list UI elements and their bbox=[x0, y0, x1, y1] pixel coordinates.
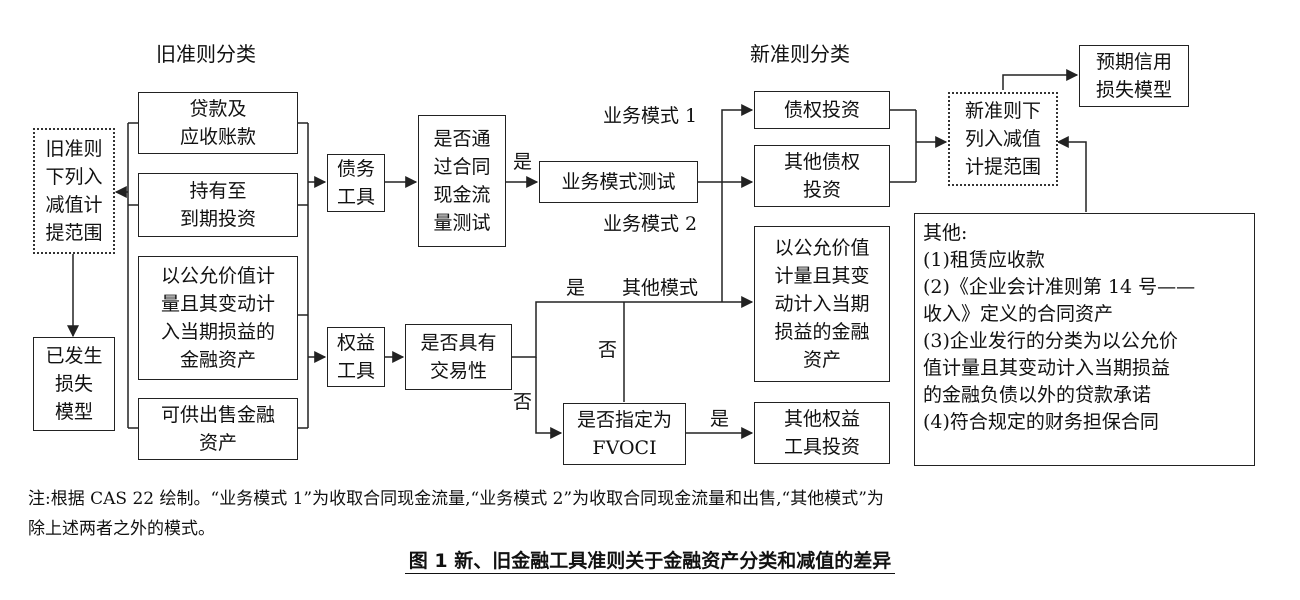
label-business-model-1: 业务模式 1 bbox=[603, 105, 698, 127]
others-item: 收入》定义的合同资产 bbox=[923, 303, 1114, 325]
old-impairment-scope-box: 旧准则 下列入 减值计 提范围 bbox=[33, 128, 115, 254]
business-model-test-box: 业务模式测试 bbox=[539, 161, 698, 203]
debt-investment-box: 债权投资 bbox=[754, 91, 890, 129]
figure-note: 注:根据 CAS 22 绘制。“业务模式 1”为收取合同现金流量,“业务模式 2… bbox=[28, 484, 1278, 544]
incurred-loss-model-box: 已发生 损失 模型 bbox=[33, 337, 115, 431]
other-debt-investment-box: 其他债权 投资 bbox=[754, 145, 890, 207]
label-business-model-2: 业务模式 2 bbox=[603, 213, 698, 235]
caption-text: 图 1 新、旧金融工具准则关于金融资产分类和减值的差异 bbox=[404, 550, 896, 574]
new-impairment-scope-box: 新准则下 列入减值 计提范围 bbox=[948, 92, 1058, 186]
label-designation-no: 否 bbox=[598, 339, 618, 361]
equity-instrument-box: 权益 工具 bbox=[327, 327, 385, 387]
old-standard-heading: 旧准则分类 bbox=[156, 42, 256, 66]
others-list: 其他: (1)租赁应收款 (2)《企业会计准则第 14 号—— 收入》定义的合同… bbox=[923, 220, 1195, 436]
fvtpl-old-box: 以公允价值计 量且其变动计 入当期损益的 金融资产 bbox=[138, 256, 298, 380]
note-line: 除上述两者之外的模式。 bbox=[28, 519, 215, 539]
label-trading-yes: 是 bbox=[566, 277, 586, 299]
loans-receivables-box: 贷款及 应收账款 bbox=[138, 92, 298, 154]
debt-instrument-box: 债务 工具 bbox=[327, 154, 385, 212]
others-item: 的金融负债以外的贷款承诺 bbox=[923, 384, 1152, 406]
others-item: (4)符合规定的财务担保合同 bbox=[923, 411, 1159, 433]
label-fvoci-yes: 是 bbox=[710, 408, 730, 430]
others-title: 其他: bbox=[923, 222, 968, 244]
fvoci-designation-box: 是否指定为 FVOCI bbox=[563, 403, 686, 465]
others-item: 值计量且其变动计入当期损益 bbox=[923, 357, 1171, 379]
others-box: 其他: (1)租赁应收款 (2)《企业会计准则第 14 号—— 收入》定义的合同… bbox=[914, 213, 1255, 466]
ecl-model-box: 预期信用 损失模型 bbox=[1079, 45, 1189, 107]
label-sppi-yes: 是 bbox=[513, 151, 533, 173]
other-equity-investment-box: 其他权益 工具投资 bbox=[754, 402, 890, 464]
others-item: (3)企业发行的分类为以公允价 bbox=[923, 330, 1178, 352]
others-item: (1)租赁应收款 bbox=[923, 249, 1045, 271]
label-trading-no: 否 bbox=[513, 391, 533, 413]
others-item: (2)《企业会计准则第 14 号—— bbox=[923, 276, 1196, 298]
fvtpl-new-box: 以公允价值 计量且其变 动计入当期 损益的金融 资产 bbox=[754, 226, 890, 382]
available-for-sale-box: 可供出售金融 资产 bbox=[138, 398, 298, 460]
note-line: 注:根据 CAS 22 绘制。“业务模式 1”为收取合同现金流量,“业务模式 2… bbox=[28, 489, 884, 509]
figure-caption: 图 1 新、旧金融工具准则关于金融资产分类和减值的差异 bbox=[0, 546, 1300, 574]
sppi-test-box: 是否通 过合同 现金流 量测试 bbox=[418, 115, 506, 247]
trading-test-box: 是否具有 交易性 bbox=[405, 324, 512, 390]
new-standard-heading: 新准则分类 bbox=[750, 42, 850, 66]
label-other-model: 其他模式 bbox=[622, 277, 699, 299]
held-to-maturity-box: 持有至 到期投资 bbox=[138, 173, 298, 237]
